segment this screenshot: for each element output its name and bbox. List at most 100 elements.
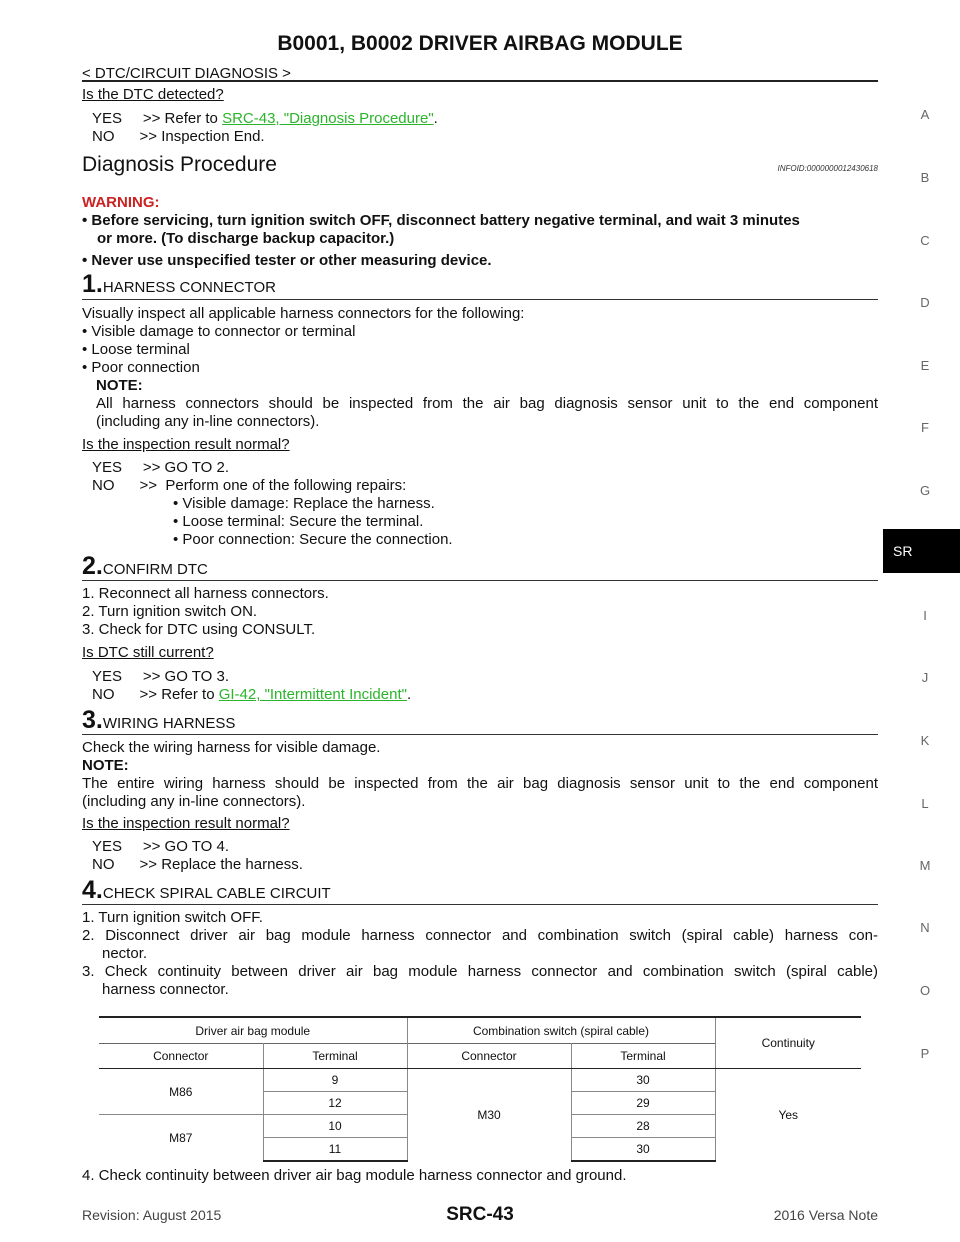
- step-1-repair-3: • Poor connection: Secure the connection…: [173, 531, 453, 548]
- intro-question: Is the DTC detected?: [82, 86, 224, 103]
- step-4-line-3-cont: harness connector.: [102, 981, 229, 998]
- page-title: B0001, B0002 DRIVER AIRBAG MODULE: [277, 32, 683, 55]
- header-connector-a: Connector: [99, 1043, 264, 1069]
- step-3-note-line-1: The entire wiring harness should be insp…: [82, 775, 878, 792]
- step-1-title: HARNESS CONNECTOR: [102, 279, 276, 296]
- index-sr-tab[interactable]: SR: [883, 529, 960, 573]
- step-4-number: 4.: [82, 876, 103, 904]
- step-3-line: Check the wiring harness for visible dam…: [82, 739, 381, 756]
- index-k[interactable]: K: [920, 733, 930, 748]
- step-1-divider: [82, 299, 878, 300]
- step-3-yes: YES >> GO TO 4.: [92, 838, 230, 855]
- step-4-line-2-cont: nector.: [102, 945, 148, 962]
- index-f[interactable]: F: [921, 420, 929, 435]
- index-m[interactable]: M: [919, 858, 931, 873]
- footer-model: 2016 Versa Note: [773, 1207, 878, 1223]
- header-terminal-a: Terminal: [263, 1043, 408, 1069]
- step-2-heading: 2.CONFIRM DTC: [82, 552, 208, 581]
- info-id: INFOID:0000000012430618: [777, 164, 878, 173]
- index-o[interactable]: O: [919, 983, 931, 998]
- footer-revision: Revision: August 2015: [82, 1207, 222, 1223]
- continuity-table: Driver air bag module Combination switch…: [99, 1016, 861, 1162]
- warning-item-2: • Never use unspecified tester or other …: [82, 252, 492, 269]
- terminal-cell: 10: [263, 1114, 408, 1138]
- table-row: M86 9 M30 30 Yes: [99, 1068, 861, 1161]
- step-1-repair-1: • Visible damage: Replace the harness.: [173, 495, 435, 512]
- step-2-no-text: NO >> Refer to: [92, 686, 219, 703]
- step-3-no: NO >> Replace the harness.: [92, 856, 303, 873]
- step-2-line-1: 1. Reconnect all harness connectors.: [82, 585, 329, 602]
- index-c[interactable]: C: [920, 233, 930, 248]
- step-2-number: 2.: [82, 552, 103, 580]
- index-b[interactable]: B: [920, 170, 930, 185]
- index-e[interactable]: E: [920, 358, 930, 373]
- step-3-question: Is the inspection result normal?: [82, 815, 290, 832]
- intro-yes-suffix: .: [433, 110, 438, 127]
- terminal-cell: 29: [571, 1091, 716, 1115]
- step-2-divider: [82, 580, 878, 581]
- index-j[interactable]: J: [921, 670, 929, 685]
- warning-item-2-text: Never use unspecified tester or other me…: [91, 252, 492, 269]
- index-a[interactable]: A: [920, 107, 930, 122]
- terminal-cell: 12: [263, 1091, 408, 1115]
- intro-no: NO >> Inspection End.: [92, 128, 265, 145]
- warning-item-1: • Before servicing, turn ignition switch…: [82, 212, 800, 229]
- step-1-note-label: NOTE:: [96, 377, 143, 394]
- continuity-yes: Yes: [778, 1108, 799, 1122]
- connector-m30: M30: [407, 1068, 572, 1161]
- index-i[interactable]: I: [923, 608, 927, 623]
- step-1-number: 1.: [82, 270, 103, 298]
- terminal-cell: 30: [571, 1137, 716, 1162]
- step-3-divider: [82, 734, 878, 735]
- terminal-cell: 9: [263, 1068, 408, 1092]
- index-d[interactable]: D: [920, 295, 930, 310]
- step-4-line-1: 1. Turn ignition switch OFF.: [82, 909, 263, 926]
- index-n[interactable]: N: [920, 920, 930, 935]
- step-1-question: Is the inspection result normal?: [82, 436, 290, 453]
- step-1-line-2: • Visible damage to connector or termina…: [82, 323, 356, 340]
- header-divider: [82, 80, 878, 82]
- index-g[interactable]: G: [919, 483, 931, 498]
- warning-label: WARNING:: [82, 194, 160, 211]
- step-1-line-4: • Poor connection: [82, 359, 200, 376]
- header-terminal-b: Terminal: [571, 1043, 716, 1069]
- step-1-heading: 1.HARNESS CONNECTOR: [82, 270, 276, 299]
- connector-m87: M87: [99, 1114, 264, 1161]
- index-l[interactable]: L: [921, 796, 929, 811]
- step-2-no-suffix: .: [406, 686, 412, 703]
- step-1-repair-2: • Loose terminal: Secure the terminal.: [173, 513, 424, 530]
- table-row: M87 10 28: [99, 1114, 861, 1161]
- step-4-title: CHECK SPIRAL CABLE CIRCUIT: [102, 885, 331, 902]
- terminal-cell: 11: [263, 1137, 408, 1162]
- step-2-title: CONFIRM DTC: [102, 561, 208, 578]
- step-3-title: WIRING HARNESS: [102, 715, 236, 732]
- header-driver-airbag-module: Driver air bag module: [99, 1016, 408, 1044]
- intro-yes-text: YES >> Refer to: [92, 110, 223, 127]
- step-2-line-3: 3. Check for DTC using CONSULT.: [82, 621, 316, 638]
- step-4-heading: 4.CHECK SPIRAL CABLE CIRCUIT: [82, 876, 331, 905]
- intro-yes: YES >> Refer to SRC-43, "Diagnosis Proce…: [92, 110, 438, 128]
- step-1-line-1: Visually inspect all applicable harness …: [82, 305, 525, 322]
- step-3-number: 3.: [82, 706, 103, 734]
- step-2-question: Is DTC still current?: [82, 644, 214, 661]
- step-2-line-2: 2. Turn ignition switch ON.: [82, 603, 258, 620]
- step-1-yes: YES >> GO TO 2.: [92, 459, 230, 476]
- link-gi-42[interactable]: GI-42, "Intermittent Incident": [218, 686, 407, 703]
- step-2-no: NO >> Refer to GI-42, "Intermittent Inci…: [92, 686, 411, 704]
- step-3-note-line-2: (including any in-line connectors).: [82, 793, 306, 810]
- page-number: SRC-43: [446, 1204, 514, 1225]
- index-p[interactable]: P: [920, 1046, 930, 1061]
- terminal-cell: 30: [571, 1068, 716, 1092]
- link-src-43[interactable]: SRC-43, "Diagnosis Procedure": [222, 110, 434, 127]
- terminal-cell: 28: [571, 1114, 716, 1138]
- breadcrumb: < DTC/CIRCUIT DIAGNOSIS >: [82, 65, 291, 82]
- step-1-line-3: • Loose terminal: [82, 341, 190, 358]
- step-4-divider: [82, 904, 878, 905]
- step-3-heading: 3.WIRING HARNESS: [82, 706, 235, 735]
- table-row: 12 29: [99, 1091, 861, 1115]
- warning-item-1-cont: or more. (To discharge backup capacitor.…: [97, 230, 395, 247]
- step-1-note-line-1: All harness connectors should be inspect…: [96, 395, 878, 412]
- section-title: Diagnosis Procedure: [82, 153, 277, 176]
- step-1-note-line-2: (including any in-line connectors).: [96, 413, 320, 430]
- header-combination-switch: Combination switch (spiral cable): [407, 1016, 716, 1044]
